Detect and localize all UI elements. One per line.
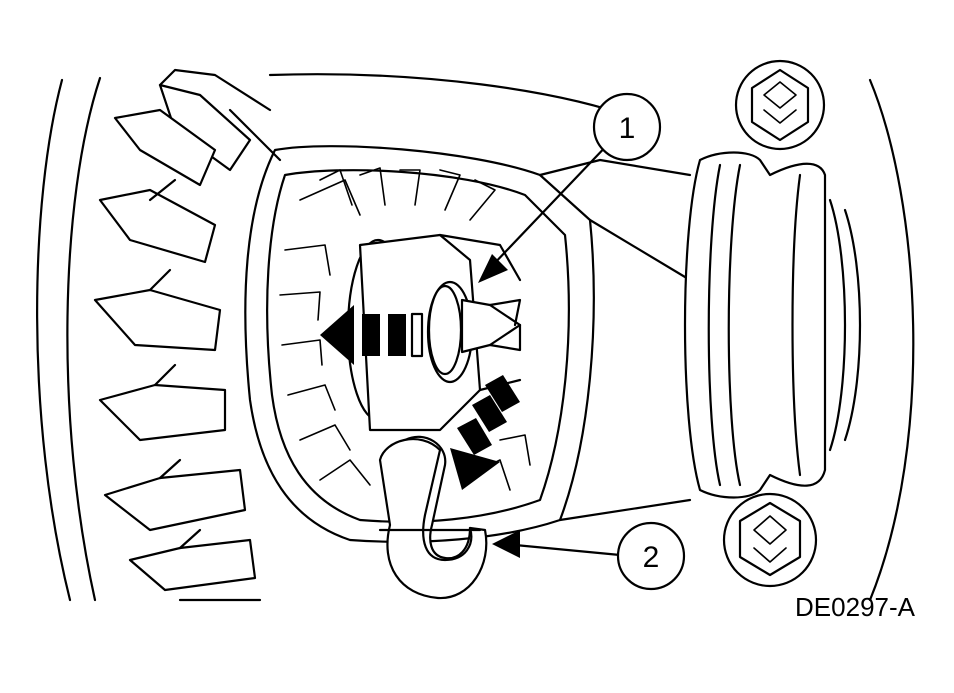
bolt-upper (734, 59, 826, 151)
callout-1: 1 (592, 92, 662, 162)
bolt-lower (722, 492, 818, 588)
removal-arrow-left (320, 305, 424, 365)
leader-lines (478, 138, 622, 558)
callout-1-number: 1 (619, 112, 636, 145)
hook-tool (378, 435, 488, 600)
shaft-lock-pin (426, 280, 522, 384)
callout-2: 2 (616, 521, 686, 591)
bearing-cap (683, 151, 862, 499)
callout-2-number: 2 (643, 541, 660, 574)
side-gear (279, 167, 531, 491)
figure-id-label: DE0297-A (795, 592, 916, 622)
ring-gear (93, 68, 282, 592)
differential-case (244, 145, 692, 543)
carrier-housing (36, 73, 915, 602)
removal-arrow-down (450, 375, 520, 490)
